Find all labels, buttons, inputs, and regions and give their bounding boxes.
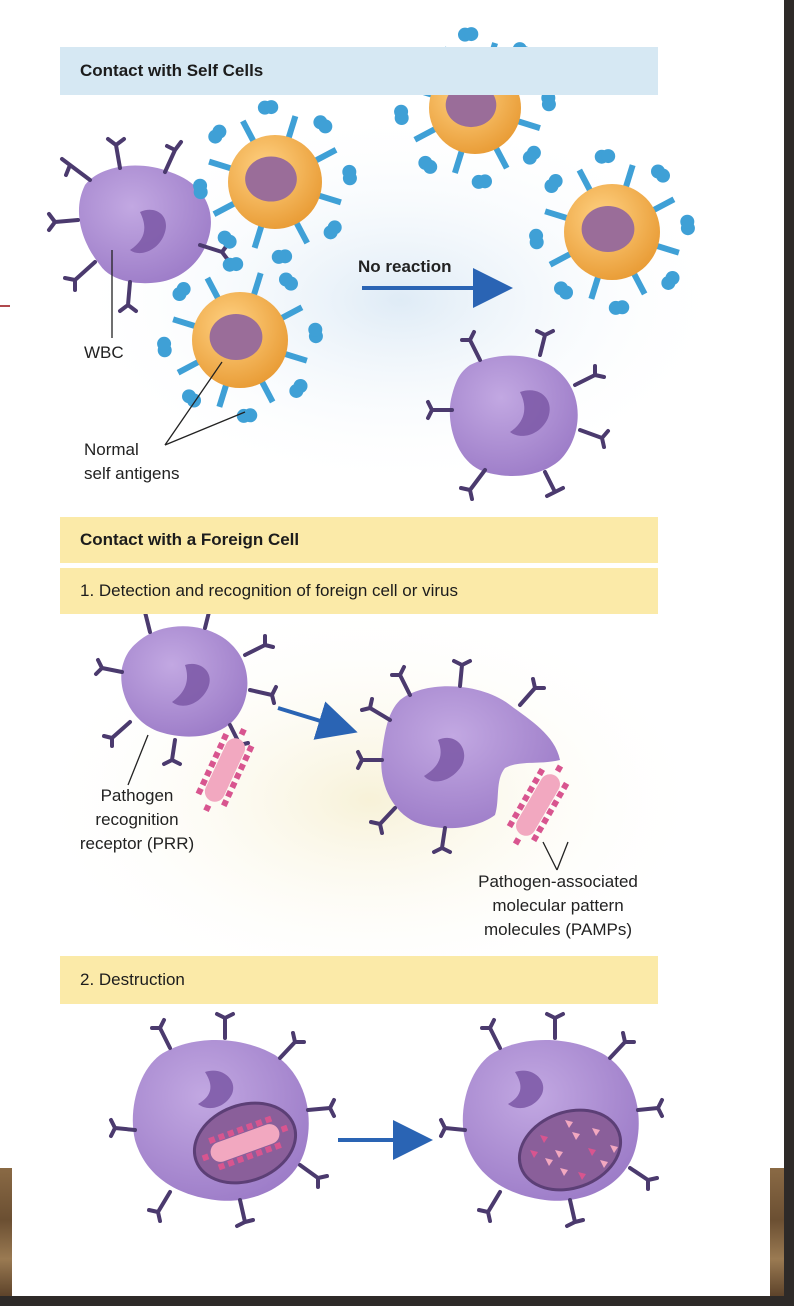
wbc-label: WBC (84, 343, 124, 362)
pathogen-free (195, 727, 255, 813)
wbc-digested (439, 1012, 664, 1228)
pathogen-bound (506, 764, 570, 846)
wbc-phagosome (109, 1012, 336, 1228)
frame-edge-right (784, 0, 794, 1306)
prr-label: Pathogen recognition receptor (PRR) (79, 786, 195, 853)
section-title-foreign-cell: Contact with a Foreign Cell (60, 517, 658, 563)
step-title-destruction: 2. Destruction (60, 956, 658, 1004)
slide-edge-mark (0, 305, 10, 307)
step-title-detection: 1. Detection and recognition of foreign … (60, 568, 658, 614)
pamps-label: Pathogen-associated molecular pattern mo… (478, 872, 638, 939)
wbc-engulfing (356, 659, 560, 854)
no-reaction-label: No reaction (358, 257, 452, 276)
wbc-cell-after (426, 329, 610, 501)
frame-edge-bottom (0, 1296, 794, 1306)
section-title-self-cells: Contact with Self Cells (60, 47, 658, 95)
detection-arrow (277, 701, 358, 740)
self-antigens-label: Normal self antigens (84, 440, 180, 483)
background-wood-right (770, 1168, 784, 1298)
background-wood-left (0, 1168, 12, 1298)
